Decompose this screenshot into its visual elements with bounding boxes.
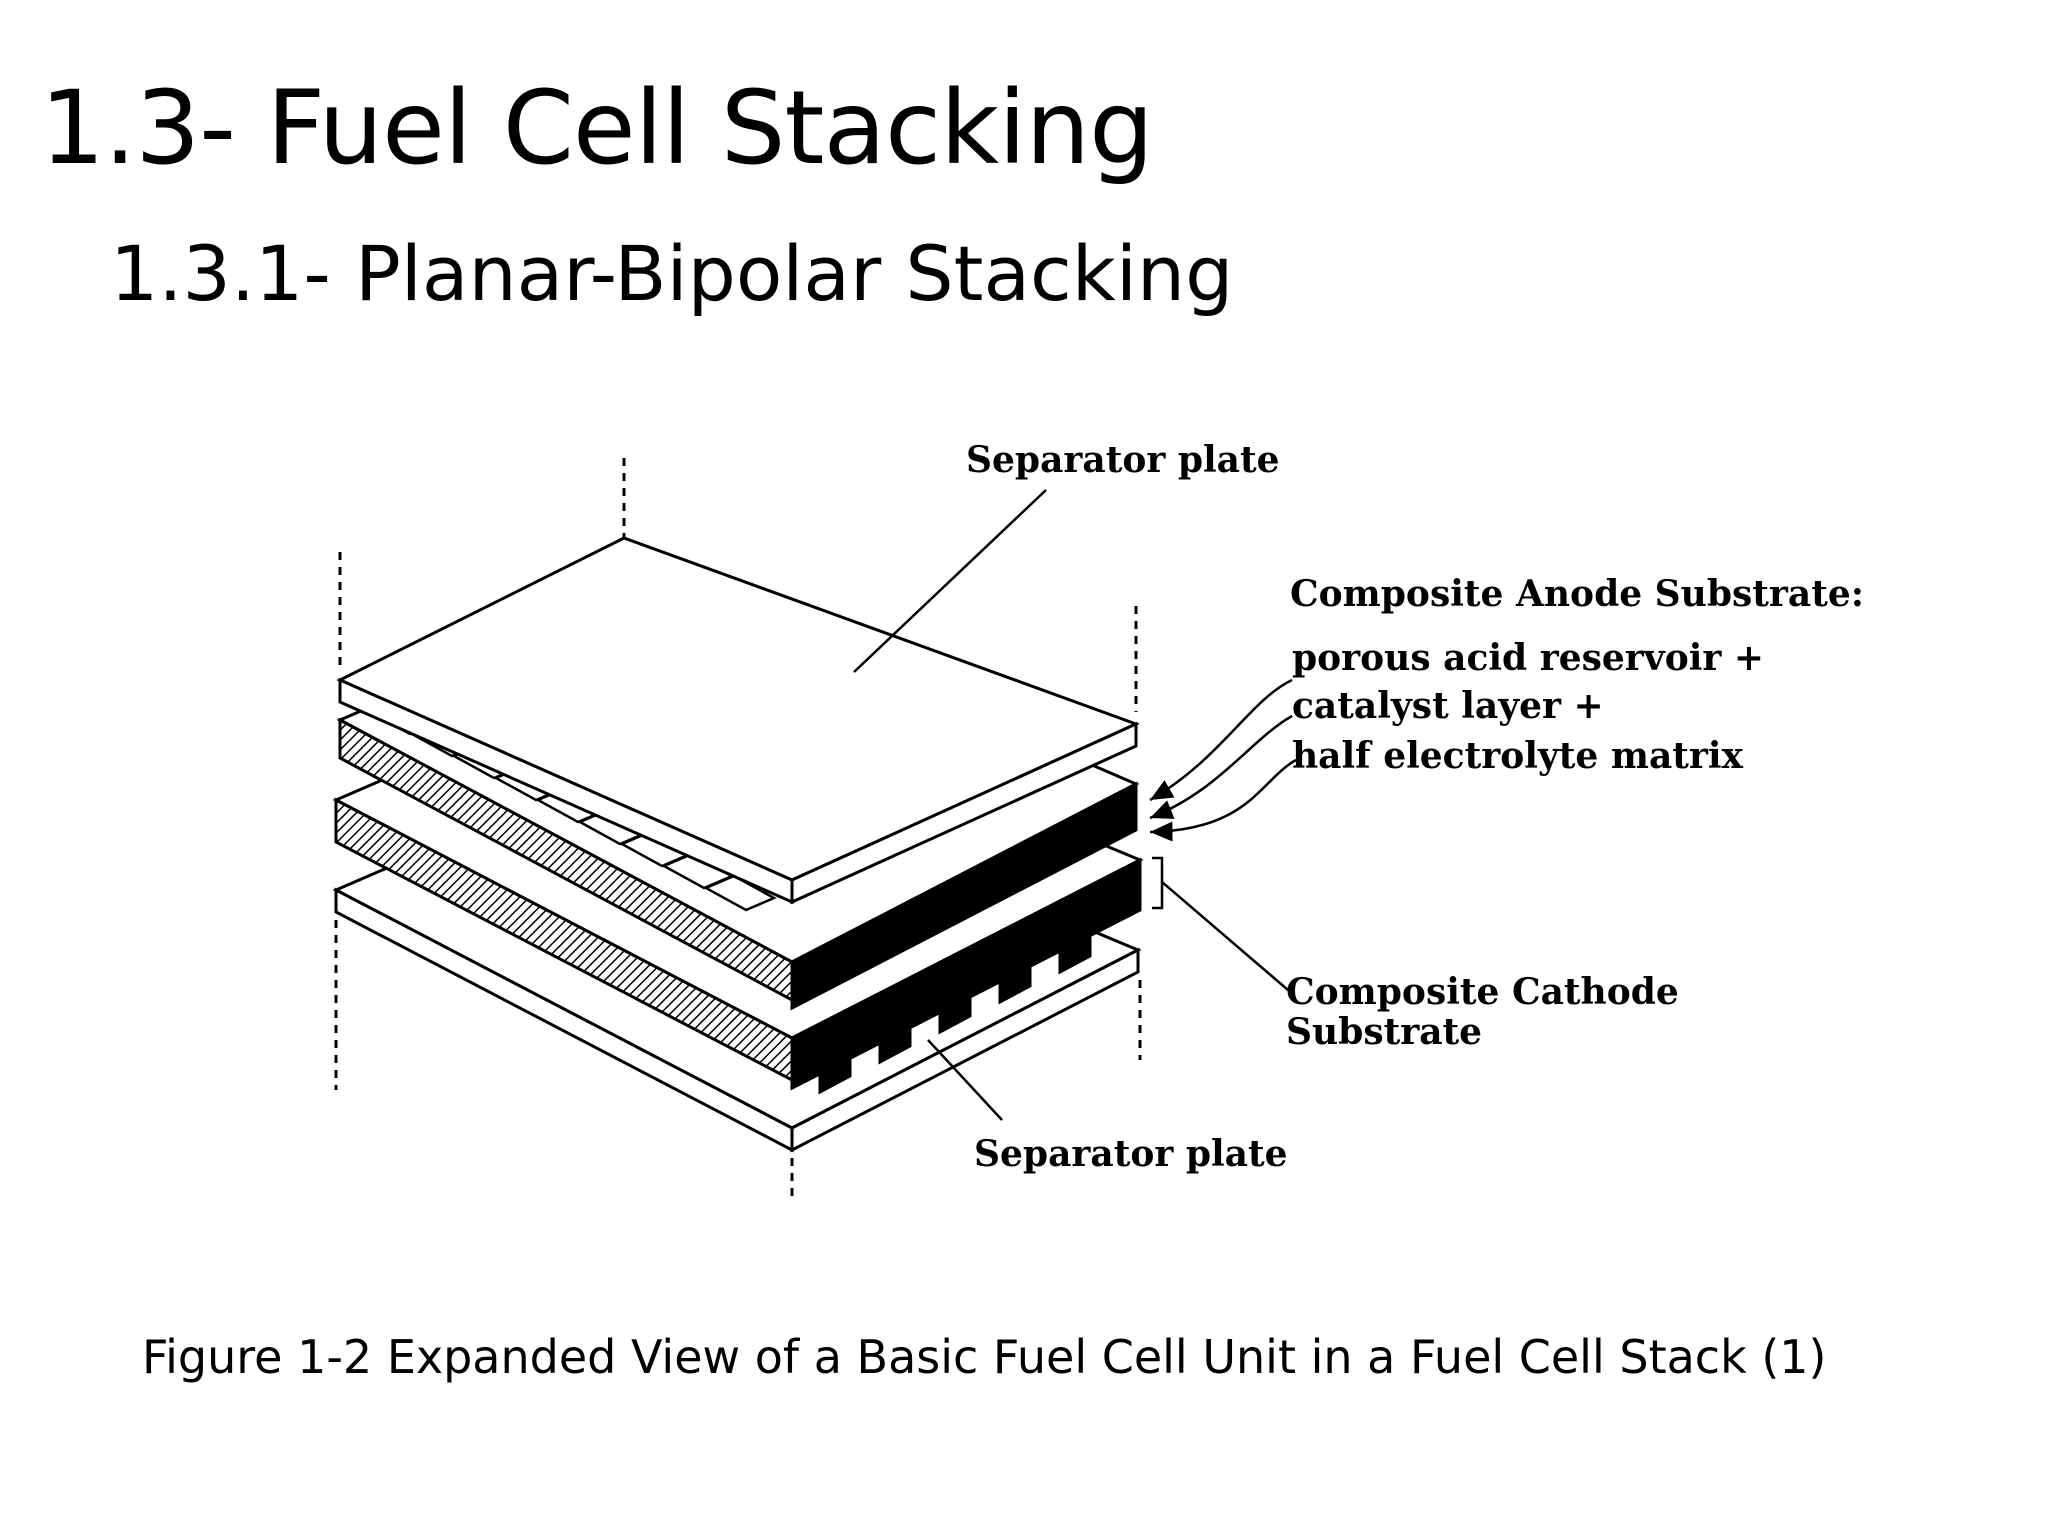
label-cathode-line1: Composite Cathode <box>1286 971 1679 1013</box>
label-anode-line1: porous acid reservoir + <box>1292 637 1764 679</box>
label-anode-line3: half electrolyte matrix <box>1292 735 1744 777</box>
leader-lines <box>853 489 1297 1121</box>
slide-subtitle: 1.3.1- Planar-Bipolar Stacking <box>110 229 1234 318</box>
label-anode-title: Composite Anode Substrate: <box>1290 573 1864 615</box>
figure-caption: Figure 1-2 Expanded View of a Basic Fuel… <box>142 1330 1827 1384</box>
label-anode-line2: catalyst layer + <box>1292 685 1604 727</box>
top-separator-plate <box>336 536 1140 905</box>
label-cathode-line2: Substrate <box>1286 1011 1482 1053</box>
slide-title: 1.3- Fuel Cell Stacking <box>40 69 1154 188</box>
label-bottom-separator-plate: Separator plate <box>974 1133 1288 1175</box>
label-top-separator-plate: Separator plate <box>966 439 1280 481</box>
